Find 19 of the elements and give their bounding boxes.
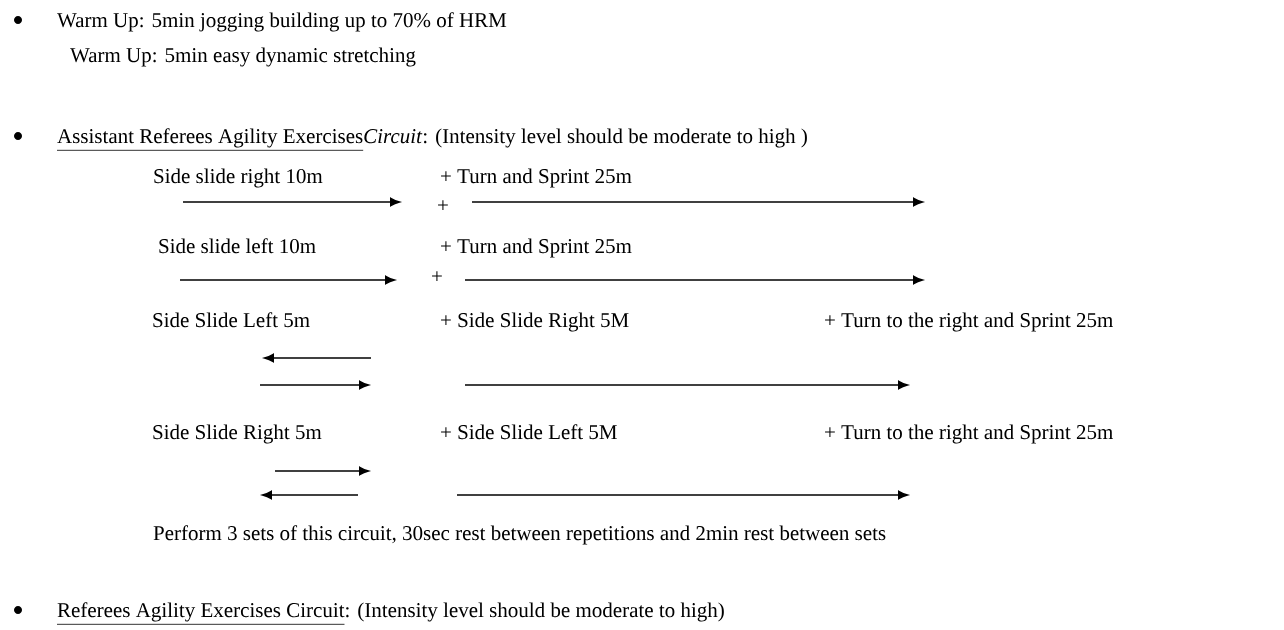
text: Side Slide Right 5m bbox=[153, 424, 322, 444]
text: Perform 3 sets of this circuit, 30sec rest between repetitions and 2min rest between sets bbox=[153, 525, 886, 545]
text: Warm Up: 5min easy dynamic stretching bbox=[70, 47, 416, 67]
text: + Turn and Sprint 25m bbox=[441, 168, 632, 188]
text: : (Intensity level should be moderate to high) bbox=[346, 602, 724, 622]
text: + Side Slide Left 5M bbox=[441, 424, 617, 440]
text: + bbox=[438, 200, 448, 210]
text: Referees Agility Exercises Circuit bbox=[56, 602, 345, 625]
text: + bbox=[432, 271, 442, 281]
text: Side slide right 10m bbox=[154, 168, 323, 188]
text: + Turn and Sprint 25m bbox=[441, 238, 632, 258]
text: + Side Slide Right 5M bbox=[441, 312, 629, 332]
text: Warm Up: 5min jogging building up to 70% of HRM bbox=[57, 12, 507, 32]
text: Side slide left 10m bbox=[159, 238, 316, 254]
text: Circuit: (Intensity level should be moderate to high ) bbox=[364, 128, 807, 148]
text: + Turn to the right and Sprint 25m bbox=[825, 312, 1113, 332]
text: Assistant Referees Agility Exercises bbox=[56, 128, 364, 151]
text: Side Slide Left 5m bbox=[153, 312, 310, 328]
text: + Turn to the right and Sprint 25m bbox=[825, 424, 1113, 444]
